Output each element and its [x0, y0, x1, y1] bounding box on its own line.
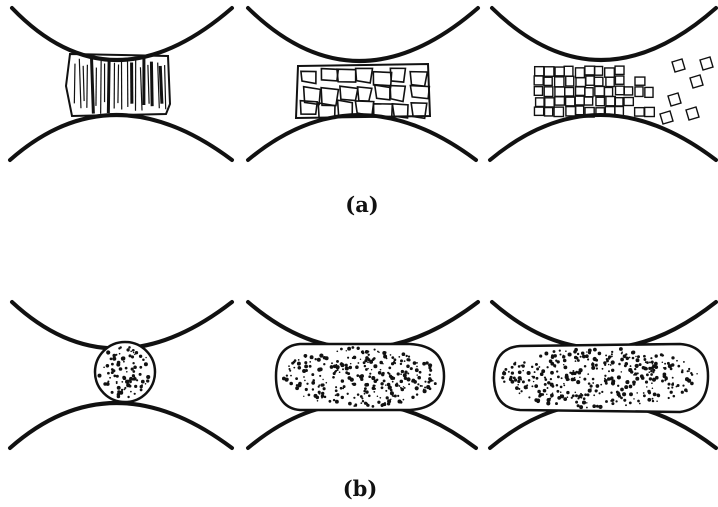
caption-a: (a) — [345, 192, 378, 217]
grain-arc — [12, 8, 232, 60]
neck-speckled-small — [95, 342, 155, 402]
grain-arc — [492, 302, 716, 349]
neck-polygonal — [296, 64, 430, 118]
grain-arc — [248, 302, 478, 349]
grain-arc — [10, 115, 232, 160]
grain-arc — [248, 8, 478, 61]
caption-b: (b) — [343, 476, 378, 501]
grain-arc — [492, 8, 716, 60]
neck-fine-grid — [534, 57, 713, 124]
neck-speckled-large — [494, 344, 708, 412]
neck-speckled-medium — [276, 344, 444, 410]
neck-columnar — [66, 54, 170, 116]
grain-arc — [10, 403, 232, 448]
grain-arc — [248, 115, 476, 160]
grain-arc — [490, 115, 716, 160]
